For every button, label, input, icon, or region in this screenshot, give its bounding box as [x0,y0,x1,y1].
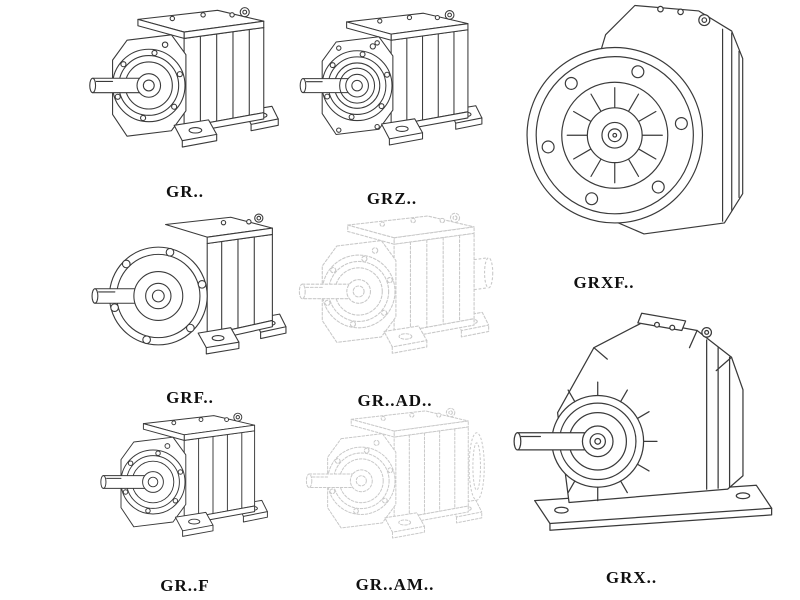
panel-gr-am: GR..AM.. [295,405,495,595]
grxf-label: GRXF.. [573,273,635,292]
panel-gr-f: GR..F [85,410,285,596]
grxf-drawing-frame [498,0,790,265]
panel-grf: GRF.. [85,210,295,408]
grf-label: GRF.. [166,388,214,407]
panel-grz: GRZ.. [296,4,488,209]
gr-label: GR.. [166,182,204,201]
gr-gearbox-drawing [89,7,279,148]
grz-gearbox-drawing [299,10,483,146]
grx-gearbox-drawing [513,312,773,531]
gr-f-gearbox-drawing [100,412,268,537]
gr-am-gearbox-drawing [305,407,485,539]
panel-grx: GRX.. [498,298,793,588]
gr-ad-label: GR..AD.. [357,391,433,410]
gr-am-drawing-frame [295,405,495,565]
grz-drawing-frame [296,4,488,176]
gr-ad-drawing-frame [295,207,495,385]
panel-gr: GR.. [85,4,285,202]
panel-grxf: GRXF.. [498,0,790,293]
grx-drawing-frame [498,298,793,556]
gr-f-label: GR..F [160,576,210,595]
grx-label: GRX.. [605,568,658,587]
gr-am-label: GR..AM.. [355,575,435,594]
panel-gr-ad: GR..AD.. [295,207,495,411]
grz-label: GRZ.. [366,189,418,208]
grf-drawing-frame [85,210,295,382]
gr-drawing-frame [85,4,285,176]
gr-ad-gearbox-drawing [298,212,494,354]
gr-f-drawing-frame [85,410,285,562]
grxf-gearbox-drawing [526,4,744,235]
grf-gearbox-drawing [91,213,287,355]
